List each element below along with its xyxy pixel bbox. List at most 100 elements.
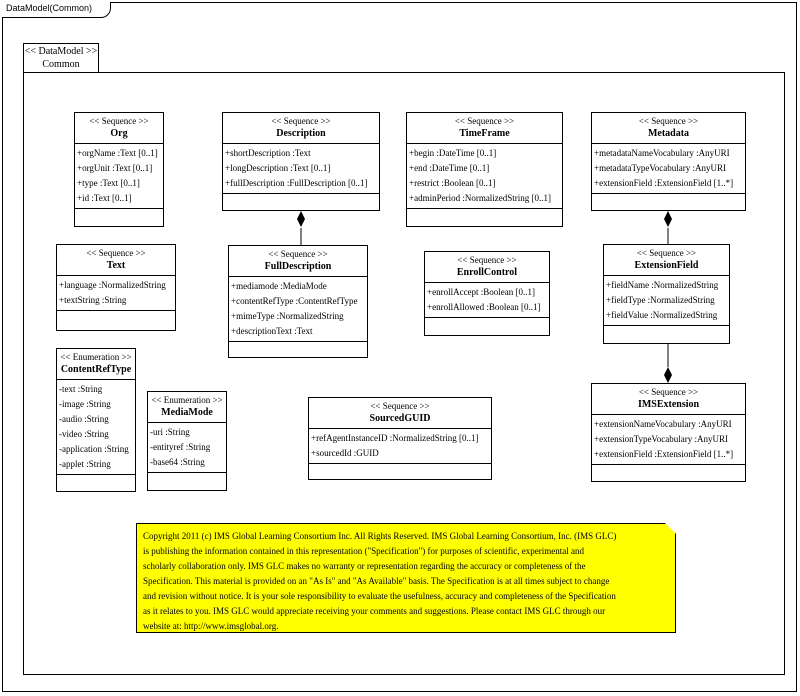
note-line: Copyright 2011 (c) IMS Global Learning C… — [143, 531, 617, 541]
class-header: << Enumeration >> ContentRefType — [57, 349, 135, 380]
class-mediamode[interactable]: << Enumeration >> MediaMode -uri :String… — [147, 391, 227, 491]
attribute: +extensionTypeVocabulary :AnyURI — [594, 434, 729, 444]
attribute: +mimeType :NormalizedString — [231, 311, 344, 321]
class-stereotype: << Sequence >> — [86, 248, 146, 258]
attribute: -base64 :String — [150, 457, 205, 467]
class-attributes: +begin :DateTime [0..1] +end :DateTime [… — [407, 144, 562, 209]
attribute: +descriptionText :Text — [231, 326, 313, 336]
class-header: << Sequence >> FullDescription — [229, 246, 367, 277]
class-header: << Sequence >> Org — [75, 113, 163, 144]
attribute: +metadataNameVocabulary :AnyURI — [594, 148, 730, 158]
attribute: +restrict :Boolean [0..1] — [409, 178, 496, 188]
class-stereotype: << Sequence >> — [271, 116, 331, 126]
class-name: EnrollControl — [456, 267, 518, 278]
attribute: +language :NormalizedString — [59, 280, 166, 290]
class-contentreftype[interactable]: << Enumeration >> ContentRefType -text :… — [56, 348, 136, 492]
attribute: +enrollAccept :Boolean [0..1] — [427, 287, 536, 297]
note-folded-corner — [664, 522, 676, 534]
attribute: +extensionField :ExtensionField [1..*] — [594, 449, 734, 459]
class-stereotype: << Sequence >> — [89, 116, 149, 126]
note-line: is publishing the information contained … — [143, 546, 584, 556]
class-stereotype: << Sequence >> — [638, 387, 699, 397]
class-metadata[interactable]: << Sequence >> Metadata +metadataNameVoc… — [591, 112, 746, 211]
attribute: -image :String — [59, 399, 111, 409]
attribute: +sourcedId :GUID — [311, 448, 379, 458]
class-stereotype: << Sequence >> — [457, 255, 517, 265]
attribute: +refAgentInstanceID :NormalizedString [0… — [311, 433, 479, 443]
class-name: FullDescription — [264, 261, 332, 272]
class-name: ContentRefType — [60, 364, 132, 375]
attribute: +fieldType :NormalizedString — [606, 295, 715, 305]
note-line: and revision without notice. It is your … — [143, 591, 616, 601]
class-attributes: +refAgentInstanceID :NormalizedString [0… — [309, 429, 491, 464]
class-extensionfield[interactable]: << Sequence >> ExtensionField +fieldName… — [603, 244, 730, 344]
class-name: TimeFrame — [459, 128, 510, 139]
package-body — [23, 72, 785, 675]
note-line: scholarly collaboration only. IMS GLC ma… — [143, 561, 586, 571]
attribute: -audio :String — [59, 414, 109, 424]
class-name: Metadata — [647, 128, 690, 139]
attribute: +id :Text [0..1] — [77, 193, 132, 203]
class-description[interactable]: << Sequence >> Description +shortDescrip… — [222, 112, 380, 211]
class-enrollcontrol[interactable]: << Sequence >> EnrollControl +enrollAcce… — [424, 251, 550, 336]
attribute: -text :String — [59, 384, 103, 394]
class-attributes: -text :String -image :String -audio :Str… — [57, 380, 135, 475]
class-attributes: +mediamode :MediaMode +contentRefType :C… — [229, 277, 367, 342]
attribute: +extensionNameVocabulary :AnyURI — [594, 419, 732, 429]
composition-diamond-description — [297, 211, 305, 227]
class-name: ExtensionField — [634, 260, 699, 271]
class-attributes: +extensionNameVocabulary :AnyURI +extens… — [592, 415, 745, 465]
class-header: << Sequence >> SourcedGUID — [309, 398, 491, 429]
class-fulldescription[interactable]: << Sequence >> FullDescription +mediamod… — [228, 245, 368, 358]
attribute: +orgName :Text [0..1] — [77, 148, 158, 158]
class-stereotype: << Sequence >> — [370, 401, 430, 411]
note-line: as it relates to you. IMS GLC would appr… — [143, 606, 606, 616]
copyright-note[interactable]: Copyright 2011 (c) IMS Global Learning C… — [136, 523, 676, 633]
attribute: +extensionField :ExtensionField [1..*] — [594, 178, 734, 188]
class-sourcedguid[interactable]: << Sequence >> SourcedGUID +refAgentInst… — [308, 397, 492, 480]
attribute: +enrollAllowed :Boolean [0..1] — [427, 302, 541, 312]
class-attributes: -uri :String -entityref :String -base64 … — [148, 423, 226, 473]
attribute: -entityref :String — [150, 442, 211, 452]
class-header: << Sequence >> IMSExtension — [592, 384, 745, 415]
class-attributes: +language :NormalizedString +textString … — [57, 276, 175, 311]
attribute: -video :String — [59, 429, 109, 439]
class-name: MediaMode — [161, 407, 213, 418]
class-stereotype: << Enumeration >> — [151, 395, 223, 405]
class-timeframe[interactable]: << Sequence >> TimeFrame +begin :DateTim… — [406, 112, 563, 227]
class-name: Text — [106, 260, 126, 271]
attribute: +mediamode :MediaMode — [231, 281, 327, 291]
class-org[interactable]: << Sequence >> Org +orgName :Text [0..1]… — [74, 112, 164, 227]
class-name: SourcedGUID — [369, 413, 431, 424]
attribute: +fieldValue :NormalizedString — [606, 310, 718, 320]
class-imsextension[interactable]: << Sequence >> IMSExtension +extensionNa… — [591, 383, 746, 482]
class-attributes: +enrollAccept :Boolean [0..1] +enrollAll… — [425, 283, 549, 318]
note-line: website at: http://www.imsglobal.org. — [143, 621, 279, 631]
class-header: << Enumeration >> MediaMode — [148, 392, 226, 423]
package-stereotype: << DataModel >> — [24, 46, 98, 57]
class-header: << Sequence >> EnrollControl — [425, 252, 549, 283]
class-stereotype: << Sequence >> — [636, 248, 697, 258]
attribute: +adminPeriod :NormalizedString [0..1] — [409, 193, 552, 203]
class-header: << Sequence >> ExtensionField — [604, 245, 729, 276]
composition-diamond-imsextension — [664, 367, 672, 383]
attribute: -uri :String — [150, 427, 190, 437]
class-text[interactable]: << Sequence >> Text +language :Normalize… — [56, 244, 176, 331]
attribute: +type :Text [0..1] — [77, 178, 140, 188]
class-attributes: +orgName :Text [0..1] +orgUnit :Text [0.… — [75, 144, 163, 209]
class-stereotype: << Sequence >> — [454, 116, 515, 126]
attribute: +orgUnit :Text [0..1] — [77, 163, 153, 173]
composition-diamond-metadata — [664, 211, 672, 227]
attribute: +contentRefType :ContentRefType — [231, 296, 358, 306]
package-name: Common — [42, 59, 80, 70]
attribute: -applet :String — [59, 459, 111, 469]
class-name: IMSExtension — [637, 399, 700, 410]
class-header: << Sequence >> TimeFrame — [407, 113, 562, 144]
attribute: +end :DateTime [0..1] — [409, 163, 490, 173]
class-stereotype: << Enumeration >> — [60, 352, 132, 362]
class-attributes: +shortDescription :Text +longDescription… — [223, 144, 379, 194]
note-line: Specification. This material is provided… — [143, 576, 610, 586]
frame-title: DataModel(Common) — [2, 2, 112, 18]
